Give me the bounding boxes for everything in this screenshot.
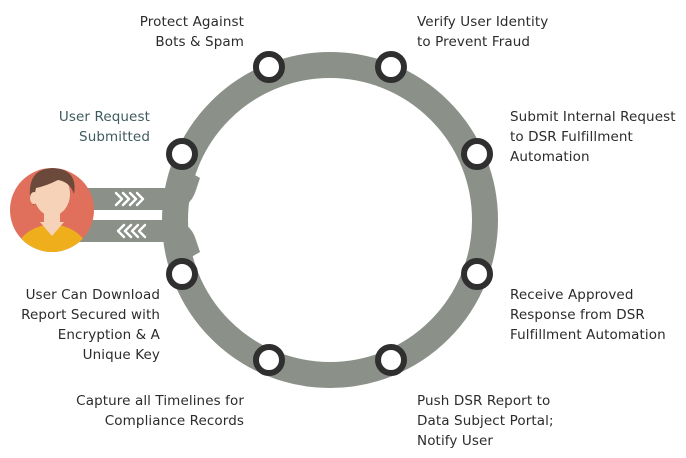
step-node-5 <box>166 258 198 290</box>
outgoing-arrows-icon <box>114 191 145 207</box>
step-label-user-download: User Can Download Report Secured with En… <box>21 287 160 363</box>
step-node-2 <box>375 51 407 83</box>
step-label-submit-internal: Submit Internal Request to DSR Fulfillme… <box>510 109 676 165</box>
incoming-connector <box>70 220 200 260</box>
workflow-ring <box>162 52 498 388</box>
step-label-request-submitted: User Request Submitted <box>58 109 150 145</box>
step-label-push-report: Push DSR Report to Data Subject Portal; … <box>417 393 554 449</box>
step-label-receive-approved: Receive Approved Response from DSR Fulfi… <box>510 287 666 343</box>
step-node-8 <box>375 344 407 376</box>
step-node-1 <box>253 51 285 83</box>
outgoing-connector <box>70 170 200 210</box>
step-node-4 <box>461 138 493 170</box>
step-node-6 <box>461 258 493 290</box>
step-label-verify: Verify User Identity to Prevent Fraud <box>417 14 549 50</box>
step-label-protect: Protect Against Bots & Spam <box>139 14 244 50</box>
step-node-7 <box>253 344 285 376</box>
step-node-3 <box>166 138 198 170</box>
incoming-arrows-icon <box>116 223 147 239</box>
step-label-capture-timelines: Capture all Timelines for Compliance Rec… <box>76 393 244 429</box>
user-avatar-icon <box>10 168 94 252</box>
